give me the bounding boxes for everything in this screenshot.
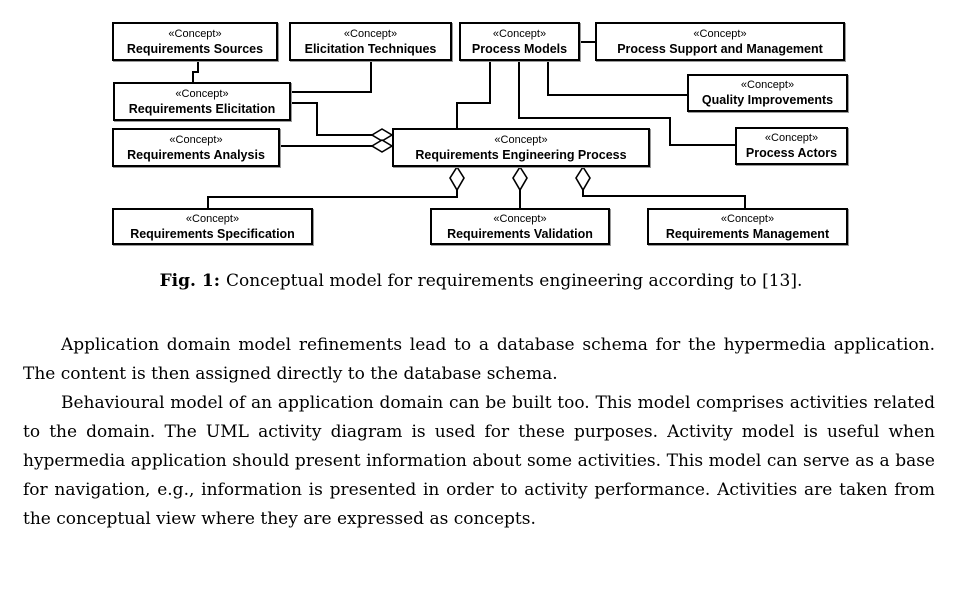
diagram-connectors	[192, 41, 746, 208]
stereotype-label: «Concept»	[175, 87, 229, 100]
figure-1-diagram: «Concept» Requirements Sources «Concept»…	[0, 0, 962, 260]
stereotype-label: «Concept»	[168, 27, 222, 40]
stereotype-label: «Concept»	[764, 132, 819, 144]
concept-name: Requirements Management	[665, 226, 830, 241]
concept-box-requirements-engineering-process: «Concept» Requirements Engineering Proce…	[392, 128, 650, 167]
connector-techniques-elicitation	[291, 61, 372, 93]
concept-name: Requirements Validation	[447, 226, 593, 241]
stereotype-label: «Concept»	[492, 27, 547, 40]
connector-models-quality	[547, 61, 687, 96]
concept-box-elicitation-techniques: «Concept» Elicitation Techniques	[289, 22, 452, 61]
concept-box-process-models: «Concept» Process Models	[459, 22, 580, 61]
concept-name: Elicitation Techniques	[304, 41, 437, 56]
stereotype-label: «Concept»	[169, 133, 223, 146]
stereotype-label: «Concept»	[343, 27, 398, 40]
aggregation-diamond-icon	[370, 139, 394, 153]
stereotype-label: «Concept»	[693, 27, 747, 40]
concept-box-quality-improvements: «Concept» Quality Improvements	[687, 74, 848, 112]
aggregation-diamond-icon	[449, 165, 465, 192]
aggregation-diamond-icon	[512, 165, 528, 192]
concept-name: Process Models	[471, 41, 568, 56]
concept-name: Requirements Sources	[126, 41, 264, 56]
body-text: Application domain model refinements lea…	[23, 331, 935, 534]
concept-name: Process Support and Management	[617, 41, 823, 56]
concept-name: Quality Improvements	[701, 93, 834, 107]
connector-process-specification	[207, 190, 458, 208]
concept-box-requirements-validation: «Concept» Requirements Validation	[430, 208, 610, 245]
concept-name: Requirements Elicitation	[128, 101, 276, 116]
stereotype-label: «Concept»	[740, 79, 795, 91]
concept-box-requirements-analysis: «Concept» Requirements Analysis	[112, 128, 280, 167]
concept-box-requirements-sources: «Concept» Requirements Sources	[112, 22, 278, 61]
connector-elicitation-process	[291, 102, 372, 136]
connector-models-actors	[518, 61, 735, 146]
paragraph-2: Behavioural model of an application doma…	[23, 393, 935, 529]
aggregation-diamond-icon	[575, 165, 591, 192]
concept-box-process-actors: «Concept» Process Actors	[735, 127, 848, 165]
concept-name: Requirements Engineering Process	[415, 147, 627, 162]
concept-name: Requirements Specification	[130, 226, 295, 241]
concept-box-requirements-elicitation: «Concept» Requirements Elicitation	[113, 82, 291, 121]
concept-box-requirements-specification: «Concept» Requirements Specification	[112, 208, 313, 245]
stereotype-label: «Concept»	[185, 212, 240, 225]
figure-caption: Fig. 1:Conceptual model for requirements…	[0, 271, 962, 291]
concept-name: Process Actors	[745, 146, 838, 160]
connector-sources-elicitation	[192, 61, 199, 82]
connector-process-management	[582, 190, 746, 208]
connector-models-process	[456, 61, 491, 128]
figure-caption-text: Conceptual model for requirements engine…	[225, 271, 803, 291]
stereotype-label: «Concept»	[494, 133, 548, 146]
stereotype-label: «Concept»	[720, 212, 775, 225]
concept-name: Requirements Analysis	[127, 147, 265, 162]
figure-caption-label: Fig. 1:	[159, 271, 220, 291]
concept-box-requirements-management: «Concept» Requirements Management	[647, 208, 848, 245]
concept-box-process-support-and-management: «Concept» Process Support and Management	[595, 22, 845, 61]
stereotype-label: «Concept»	[493, 212, 547, 225]
paragraph-1: Application domain model refinements lea…	[23, 335, 935, 384]
